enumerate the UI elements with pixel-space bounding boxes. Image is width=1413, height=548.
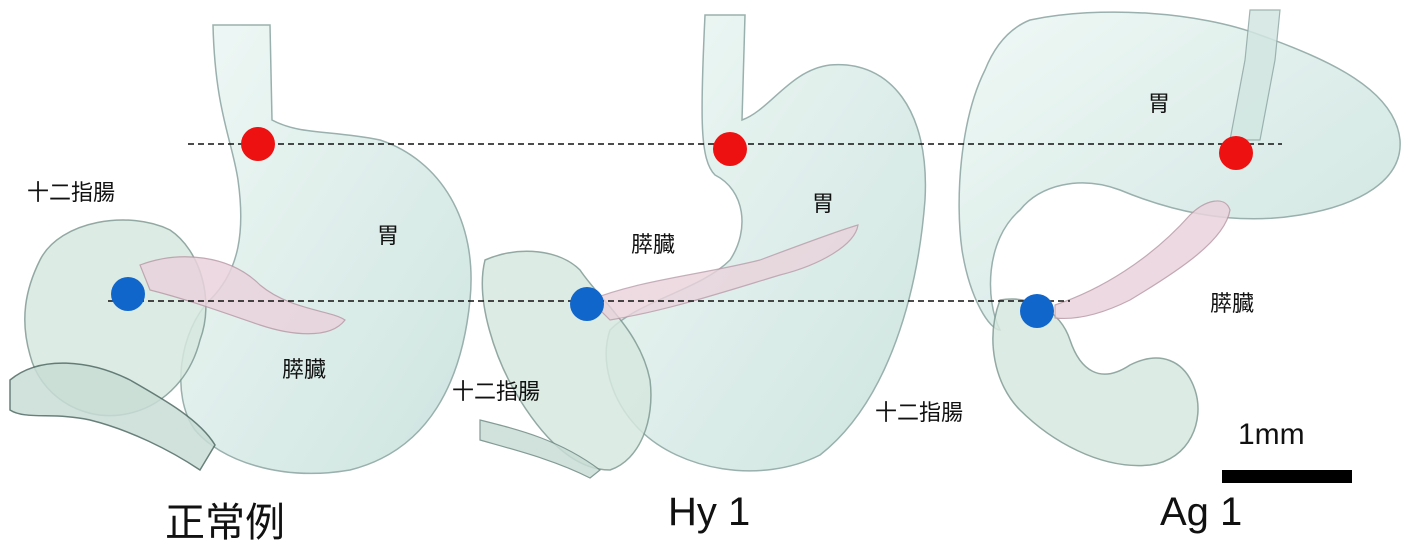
duodenum-ag1 <box>993 299 1198 465</box>
stomach-normal <box>181 25 471 473</box>
pancreas-ag1 <box>1055 201 1230 318</box>
red-marker-normal <box>241 127 275 161</box>
panel-ag1 <box>959 10 1400 466</box>
caption-hy1: Hy 1 <box>668 490 750 535</box>
pancreas-label-hy1: 膵臓 <box>631 227 675 259</box>
stomach-ag1 <box>959 12 1400 330</box>
caption-ag1: Ag 1 <box>1160 490 1242 535</box>
duodenum-label-normal: 十二指腸 <box>27 175 115 207</box>
panel-hy1 <box>480 15 925 478</box>
scale-bar-label: 1mm <box>1238 418 1305 452</box>
blue-marker-normal <box>111 277 145 311</box>
panel-normal <box>10 25 471 473</box>
duodenum-label-ag1: 十二指腸 <box>875 395 963 427</box>
pancreas-label-normal: 膵臓 <box>282 352 326 384</box>
scale-bar <box>1222 470 1352 483</box>
duodenum-label-hy1: 十二指腸 <box>452 374 540 406</box>
pancreas-label-ag1: 膵臓 <box>1210 286 1254 318</box>
stomach-label-ag1: 胃 <box>1148 86 1170 118</box>
red-marker-ag1 <box>1219 136 1253 170</box>
blue-marker-ag1 <box>1020 294 1054 328</box>
caption-normal: 正常例 <box>165 490 285 548</box>
blue-marker-hy1 <box>570 287 604 321</box>
stomach-label-normal: 胃 <box>377 218 399 250</box>
red-marker-hy1 <box>713 132 747 166</box>
stomach-label-hy1: 胃 <box>812 186 834 218</box>
